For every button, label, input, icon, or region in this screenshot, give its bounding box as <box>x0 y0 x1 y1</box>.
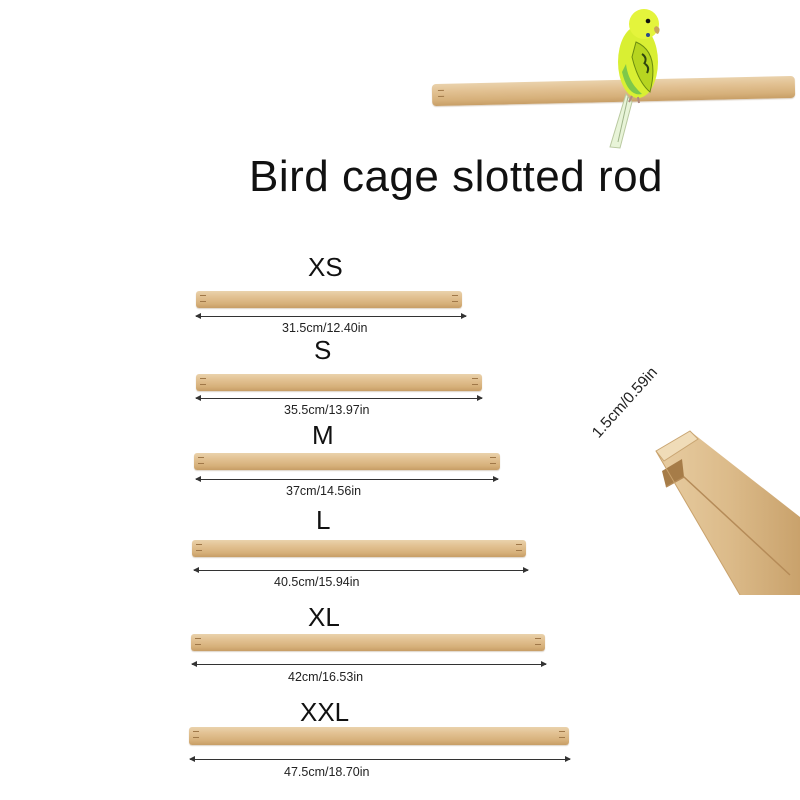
rod-xl <box>191 634 545 651</box>
rod-l <box>192 540 526 557</box>
size-label: M <box>312 420 334 450</box>
rod-slot <box>452 295 458 302</box>
dimension-arrow <box>191 661 547 667</box>
slotted-rod-closeup <box>655 430 800 595</box>
dimension-label: 35.5cm/13.97in <box>284 403 370 417</box>
rod-slot <box>200 378 206 385</box>
rod-slot <box>559 731 565 738</box>
rod-m <box>194 453 500 470</box>
rod-slot <box>195 638 201 645</box>
rod-xs <box>196 291 462 308</box>
rod-slot <box>193 731 199 738</box>
rod-s <box>196 374 482 391</box>
size-label: XL <box>308 602 340 632</box>
rod-slot <box>535 638 541 645</box>
dimension-label: 40.5cm/15.94in <box>274 575 360 589</box>
size-label: L <box>316 505 331 535</box>
dimension-label: 31.5cm/12.40in <box>282 321 368 335</box>
size-label: XXL <box>300 697 350 727</box>
rod-slot <box>472 378 478 385</box>
dimension-label: 37cm/14.56in <box>286 484 362 498</box>
rod-slot <box>198 457 204 464</box>
size-label: S <box>314 335 332 365</box>
dimension-label: 42cm/16.53in <box>288 670 364 684</box>
dimension-label: 47.5cm/18.70in <box>284 765 370 779</box>
dimension-arrow <box>193 567 529 573</box>
dimension-arrow <box>195 313 467 319</box>
rod-slot <box>437 89 445 97</box>
dimension-arrow <box>195 395 483 401</box>
rod-slot <box>490 457 496 464</box>
rod-slot <box>516 544 522 551</box>
dimension-arrow <box>189 756 571 762</box>
rod-slot <box>196 544 202 551</box>
rod-slot <box>200 295 206 302</box>
page-title: Bird cage slotted rod <box>248 152 664 201</box>
dimension-arrow <box>195 476 499 482</box>
rod-xxl <box>189 727 569 745</box>
size-label: XS <box>308 252 343 282</box>
budgie-illustration <box>609 9 660 149</box>
